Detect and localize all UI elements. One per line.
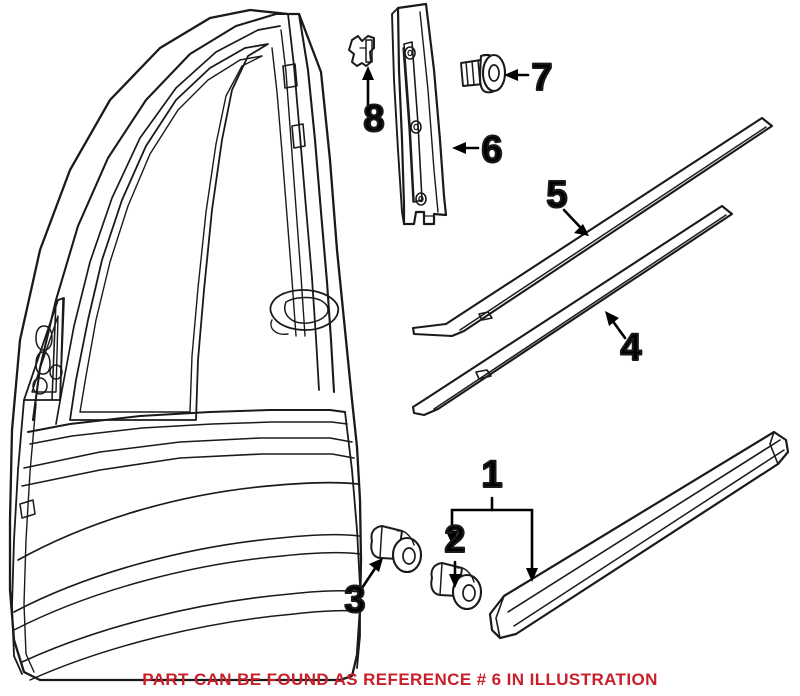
part-8-retainer-clip (348, 35, 375, 67)
callout-label-4: 4 (620, 327, 641, 369)
callout-label-6: 6 (481, 129, 502, 171)
callout-numbers: 1 2 3 4 5 6 7 8 (343, 56, 642, 622)
part-1-rocker-side-molding (488, 430, 790, 640)
part-6-b-pillar-applique (391, 2, 448, 226)
part-4-lower-belt-molding (411, 204, 734, 417)
callout-label-5: 5 (546, 174, 567, 216)
callout-label-3: 3 (344, 579, 365, 621)
reference-caption: PART CAN BE FOUND AS REFERENCE # 6 IN IL… (142, 670, 658, 689)
part-3-push-in-clip (370, 525, 423, 574)
callout-label-1: 1 (481, 454, 502, 496)
callout-leaders (360, 66, 627, 590)
part-5-upper-belt-molding (411, 116, 774, 338)
callout-label-8: 8 (363, 98, 384, 140)
callout-label-7: 7 (531, 57, 552, 99)
part-7-flange-head-screw (460, 53, 507, 94)
callout-label-2: 2 (444, 519, 465, 561)
front-door-outer-panel (8, 8, 363, 682)
